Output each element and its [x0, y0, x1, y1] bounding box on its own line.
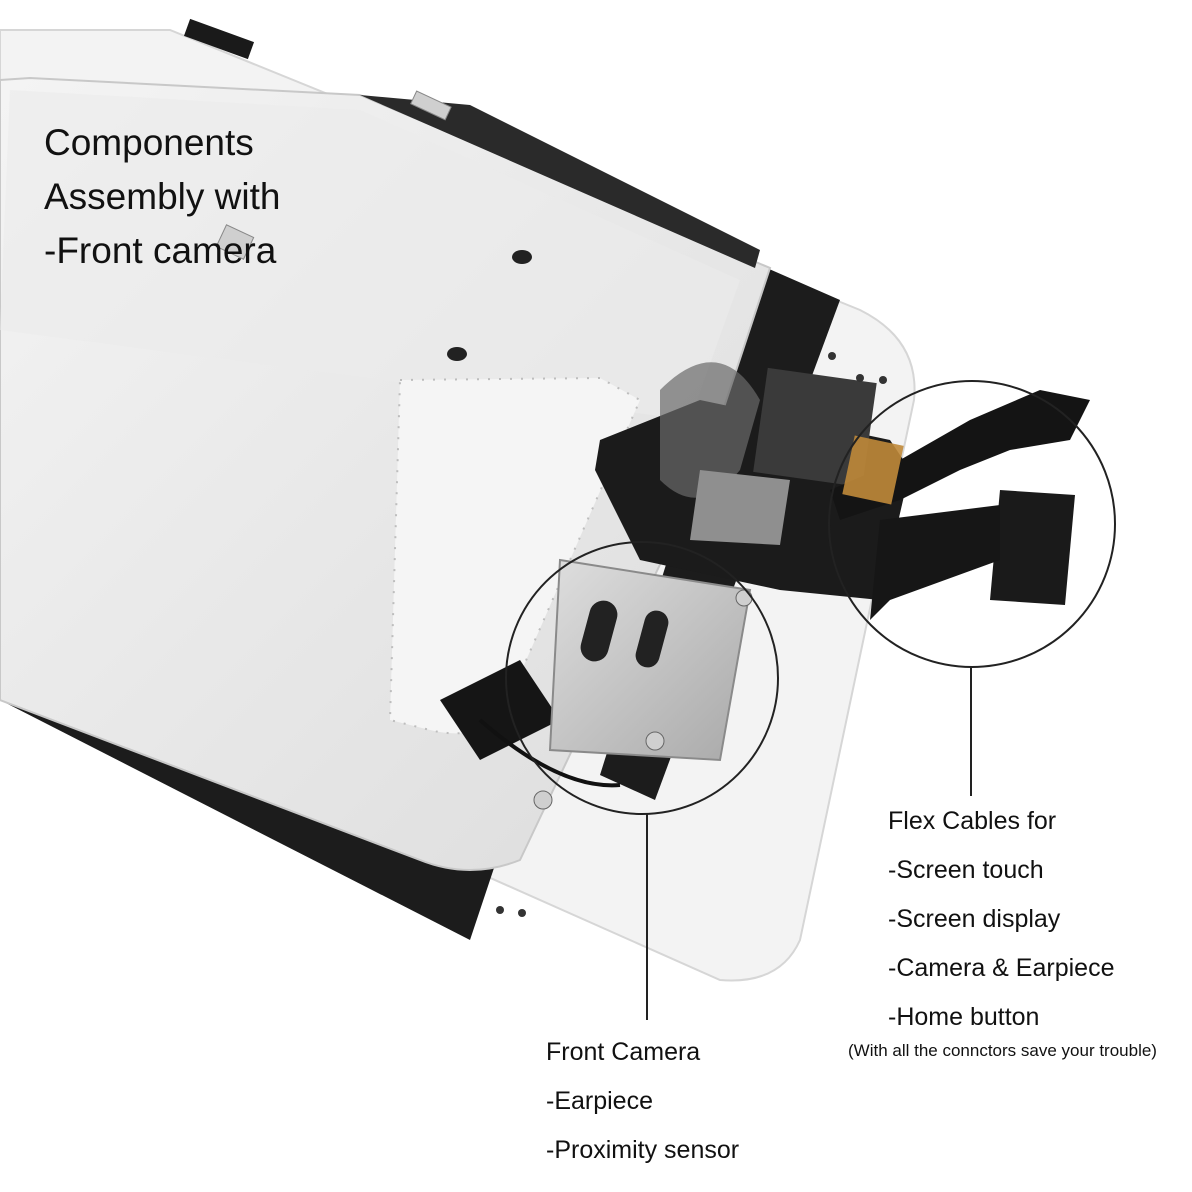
earpiece-slot [635, 610, 669, 668]
heading-line: -Front camera [44, 230, 277, 271]
front-camera-line: -Earpiece [546, 1087, 653, 1115]
front-camera-line: Front Camera [546, 1038, 701, 1066]
frame-hole [856, 374, 864, 382]
side-clip [215, 224, 255, 260]
front-camera-label: Front Camera -Earpiece -Proximity sensor [546, 1034, 739, 1181]
top-clip [410, 90, 452, 121]
frame-hole [496, 906, 504, 914]
flex-cables-line: -Home button [888, 1003, 1040, 1031]
frame-hole [879, 376, 887, 384]
heading-line: Assembly with [44, 176, 281, 217]
shield-hole [512, 250, 532, 264]
heading: Components Assembly with -Front camera [44, 116, 280, 278]
callout-circle-camera [505, 541, 779, 815]
flex-cables-label: Flex Cables for -Screen touch -Screen di… [888, 803, 1114, 1048]
screw [533, 790, 553, 810]
flex-cable-lower [440, 660, 560, 760]
top-rail [360, 95, 760, 268]
heading-line: Components [44, 122, 254, 163]
flex-connector-cover [690, 470, 790, 545]
earpiece-slot [580, 600, 618, 662]
detached-flex [830, 390, 1090, 520]
dotted-plate [388, 376, 642, 735]
screw [735, 589, 753, 607]
front-camera-line: -Proximity sensor [546, 1136, 740, 1164]
flex-cables-line: -Screen touch [888, 856, 1044, 884]
shield-recess [0, 90, 740, 420]
flex-cables-line: -Camera & Earpiece [888, 954, 1115, 982]
frame-hole [518, 909, 526, 917]
detached-flex-pad [990, 490, 1075, 605]
frame-hole [828, 352, 836, 360]
flex-cable-grey [660, 362, 760, 498]
gold-connector [842, 435, 904, 505]
detached-flex-arm [870, 505, 1000, 620]
screw [645, 731, 665, 751]
flex-cables-line: Flex Cables for [888, 807, 1057, 835]
shield-hole [447, 347, 467, 361]
top-slot [183, 18, 255, 60]
flex-cables-line: -Screen display [888, 905, 1061, 933]
camera-wires [478, 718, 621, 788]
flex-cables-note: (With all the connctors save your troubl… [848, 1041, 1157, 1060]
